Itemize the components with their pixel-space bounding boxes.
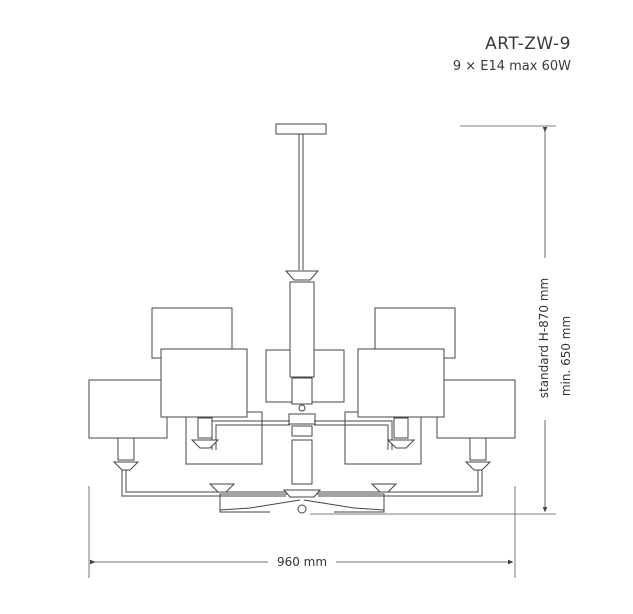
bulb-spec: 9 × E14 max 60W <box>452 59 571 74</box>
model-code: ART-ZW-9 <box>485 34 571 54</box>
height-min-label: min. 650 mm <box>559 316 573 396</box>
shade-front-far-right <box>436 379 516 439</box>
candle-holders <box>112 417 492 493</box>
height-dimension <box>310 125 556 515</box>
shade-back-lower-left <box>185 411 263 465</box>
shade-back-lower-right <box>344 411 422 465</box>
arms <box>121 420 483 513</box>
central-column <box>282 270 322 514</box>
height-standard-label: standard H-870 mm <box>537 278 551 399</box>
width-label: 960 mm <box>277 555 327 569</box>
width-dimension <box>88 486 516 578</box>
suspension-rod <box>298 134 304 270</box>
ceiling-canopy <box>275 123 327 135</box>
shade-front-far-left <box>88 379 168 439</box>
shade-front-left <box>160 348 248 418</box>
shade-front-right <box>357 348 445 418</box>
